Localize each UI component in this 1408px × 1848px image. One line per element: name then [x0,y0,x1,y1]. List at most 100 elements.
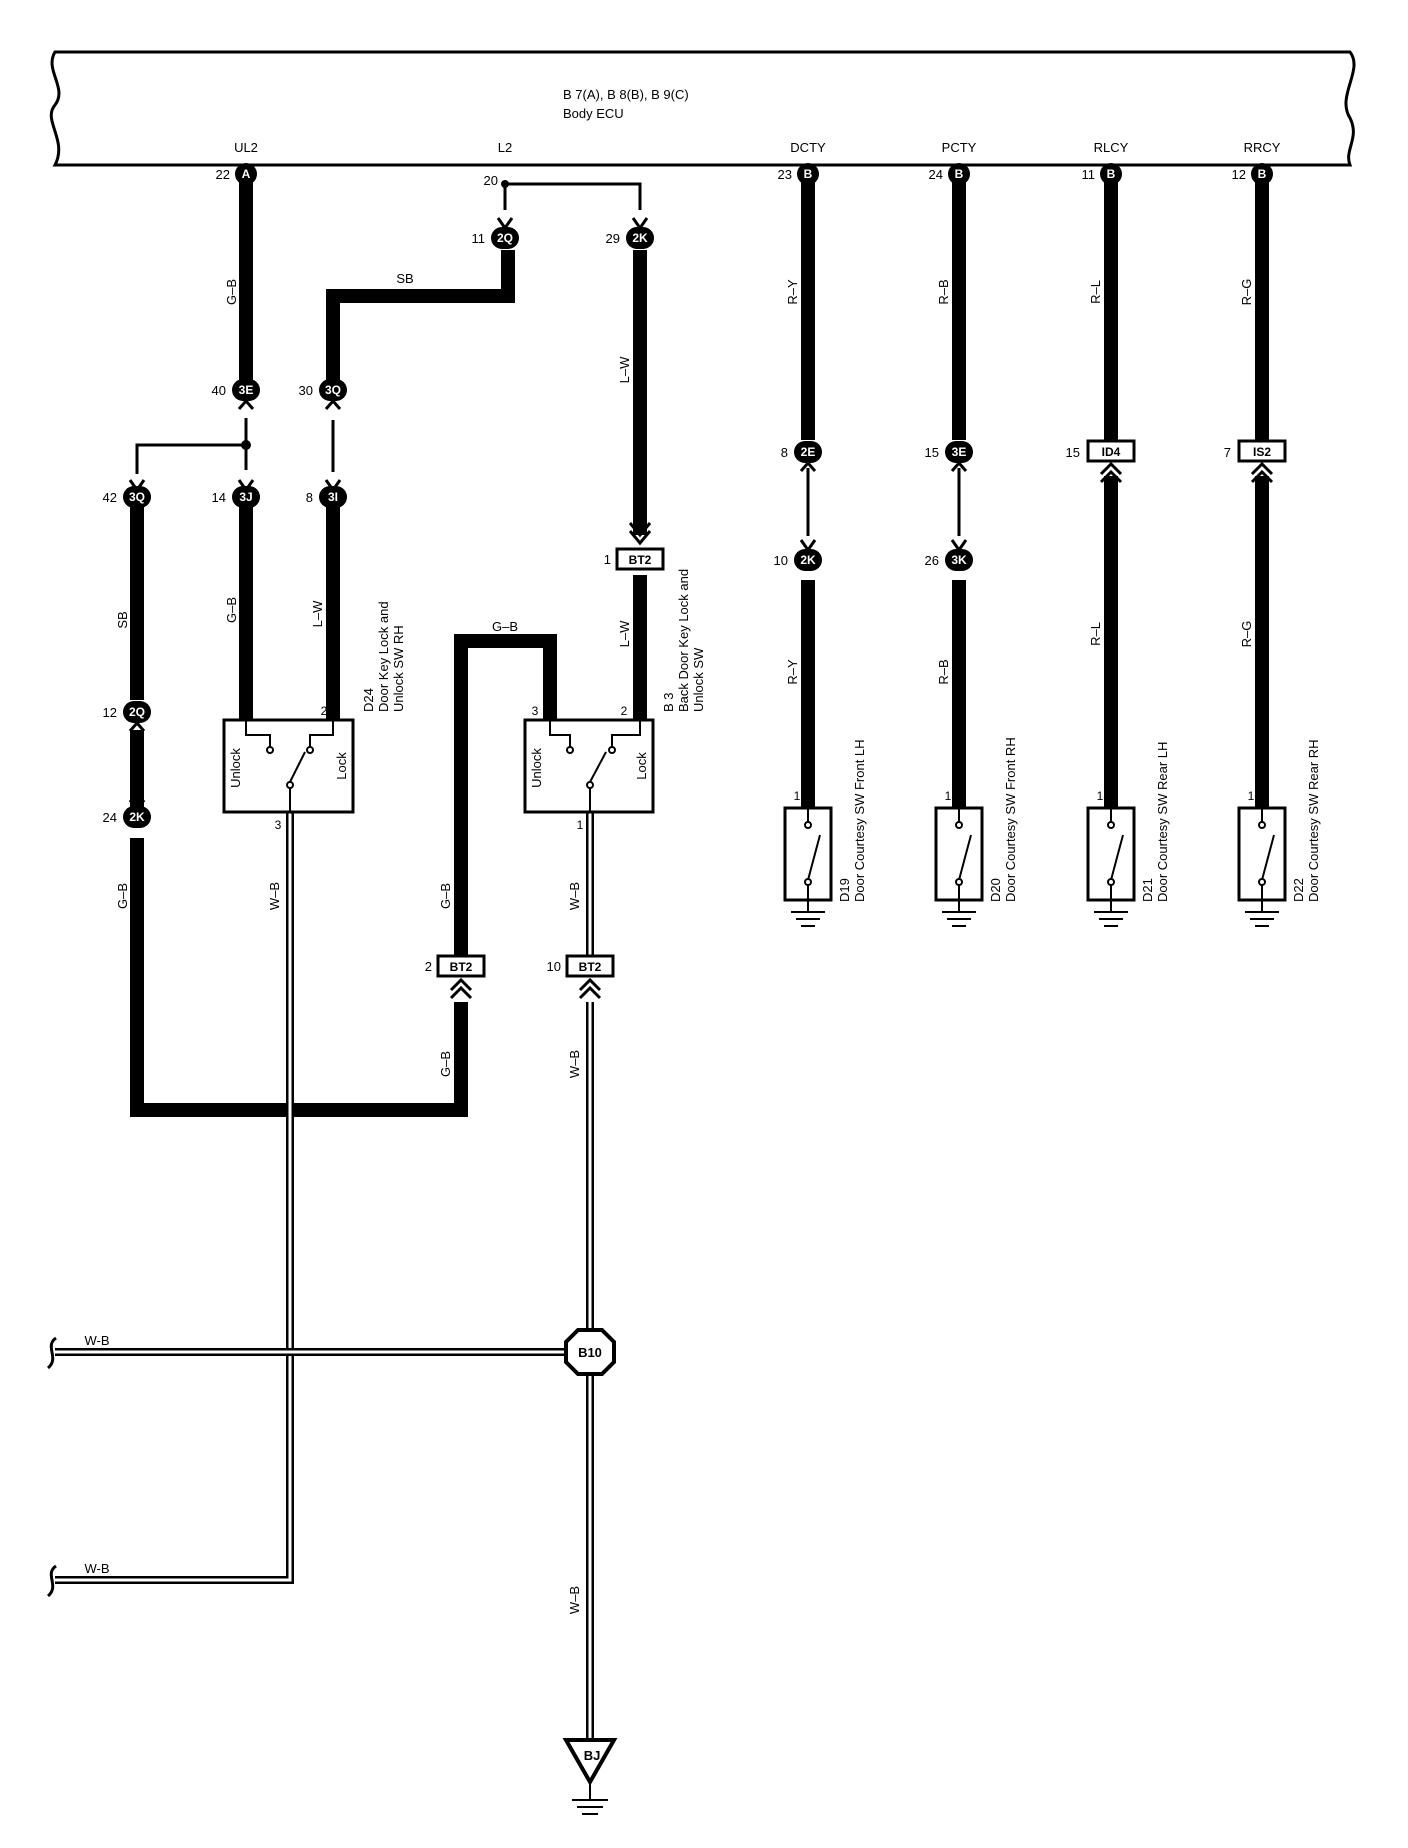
connector-3i-8: 3I 8 [306,479,347,508]
svg-text:3Q: 3Q [325,383,341,397]
svg-text:14: 14 [212,490,226,505]
connector-2k-24: 2K 24 [103,799,151,828]
svg-text:1: 1 [577,818,584,832]
svg-text:2: 2 [621,704,628,718]
svg-text:W-B: W-B [84,1333,109,1348]
svg-text:W–B: W–B [567,1586,582,1614]
svg-text:L–W: L–W [310,600,325,627]
svg-text:W-B: W-B [84,1561,109,1576]
wire-break-marks [46,1336,58,1598]
svg-text:SB: SB [115,611,130,628]
connector-3e-40: 3E 40 [212,379,260,410]
svg-text:3I: 3I [328,490,338,504]
connector-3q-42: 3Q 42 [103,479,151,508]
connector-3q-30: 3Q 30 [299,379,347,410]
svg-text:26: 26 [925,553,939,568]
connector-2q-12: 2Q 12 [103,701,151,732]
svg-text:R–B: R–B [936,659,951,684]
svg-text:D24: D24 [361,688,376,712]
svg-text:8: 8 [781,445,788,460]
terminal-l2: L2 [498,140,512,155]
connector-3k-26: 3K 26 [925,539,973,571]
svg-text:3: 3 [532,704,539,718]
svg-text:3E: 3E [952,445,967,459]
terminal-rlcy: RLCY [1094,140,1129,155]
svg-text:G–B: G–B [224,597,239,623]
wires-double [55,812,594,1760]
svg-text:BT2: BT2 [579,960,602,974]
svg-text:2: 2 [321,704,328,718]
svg-text:B 3: B 3 [661,692,676,712]
svg-text:BT2: BT2 [629,553,652,567]
svg-text:11: 11 [472,231,486,246]
svg-text:Door Courtesy SW Front RH: Door Courtesy SW Front RH [1003,737,1018,902]
svg-text:R–L: R–L [1088,280,1103,304]
terminal-ul2: UL2 [234,140,258,155]
ground-junction-b10: B10 [564,1328,616,1376]
svg-text:1: 1 [1097,789,1104,803]
svg-text:Door Key Lock and: Door Key Lock and [376,601,391,712]
terminal-pcty: PCTY [942,140,977,155]
svg-text:ID4: ID4 [1102,445,1121,459]
svg-text:12: 12 [103,705,117,720]
connector-2k-29: 2K 29 [606,217,654,249]
svg-text:R–L: R–L [1088,622,1103,646]
svg-text:B: B [804,167,813,181]
terminal-rrcy: RRCY [1244,140,1281,155]
svg-text:W–B: W–B [267,882,282,910]
svg-text:3K: 3K [951,553,967,567]
svg-text:Door Courtesy SW Front LH: Door Courtesy SW Front LH [852,739,867,902]
svg-text:29: 29 [606,231,620,246]
wire-color-labels: G–B SB L–W SB G–B L–W G–B L–W G–B W–B G–… [84,271,1254,1614]
svg-text:7: 7 [1224,445,1231,460]
svg-text:1: 1 [794,789,801,803]
connector-a-icon [235,163,257,185]
switch-d21: 1 D21 Door Courtesy SW Rear LH [1086,742,1170,927]
svg-text:20: 20 [484,173,498,188]
connector-bt2-2: BT2 2 [425,954,486,1000]
svg-text:Back Door Key Lock and: Back Door Key Lock and [676,569,691,712]
svg-text:23: 23 [778,167,792,182]
svg-text:B: B [1258,167,1267,181]
switch-d19: 1 D19 Door Courtesy SW Front LH [783,739,867,927]
svg-text:Lock: Lock [634,752,649,780]
svg-text:15: 15 [1066,445,1080,460]
connector-b-icon [948,163,970,185]
svg-text:10: 10 [774,553,788,568]
ecu-pin-connectors: A 22 20 B 23 B 24 B 11 B 12 [216,163,1273,188]
connector-3e-15: 3E 15 [925,441,973,472]
svg-text:D22: D22 [1291,878,1306,902]
connector-b-icon [1100,163,1122,185]
svg-text:IS2: IS2 [1253,445,1271,459]
svg-text:Unlock: Unlock [529,748,544,788]
svg-text:8: 8 [306,490,313,505]
svg-text:3: 3 [275,818,282,832]
ecu-name: Body ECU [563,106,624,121]
svg-text:30: 30 [299,383,313,398]
svg-text:D21: D21 [1140,878,1155,902]
svg-text:3Q: 3Q [129,490,145,504]
svg-text:42: 42 [103,490,117,505]
svg-text:2K: 2K [800,553,816,567]
junction-dots [241,180,509,450]
svg-text:2Q: 2Q [129,705,145,719]
svg-text:W–B: W–B [567,882,582,910]
svg-text:2K: 2K [632,231,648,245]
svg-text:Unlock SW RH: Unlock SW RH [391,625,406,712]
switch-d22: 1 D22 Door Courtesy SW Rear RH [1237,739,1321,927]
svg-text:24: 24 [929,167,943,182]
svg-text:3J: 3J [239,490,252,504]
connector-2e-8: 2E 8 [781,441,822,472]
svg-text:D20: D20 [988,878,1003,902]
svg-text:L–W: L–W [617,356,632,383]
svg-text:R–Y: R–Y [785,659,800,685]
svg-text:1: 1 [945,789,952,803]
terminal-dcty: DCTY [790,140,826,155]
svg-text:15: 15 [925,445,939,460]
svg-text:40: 40 [212,383,226,398]
svg-text:2Q: 2Q [497,231,513,245]
svg-text:24: 24 [103,810,117,825]
connector-b-icon [797,163,819,185]
svg-text:B10: B10 [578,1345,602,1360]
ecu-title: B 7(A), B 8(B), B 9(C) [563,87,689,102]
